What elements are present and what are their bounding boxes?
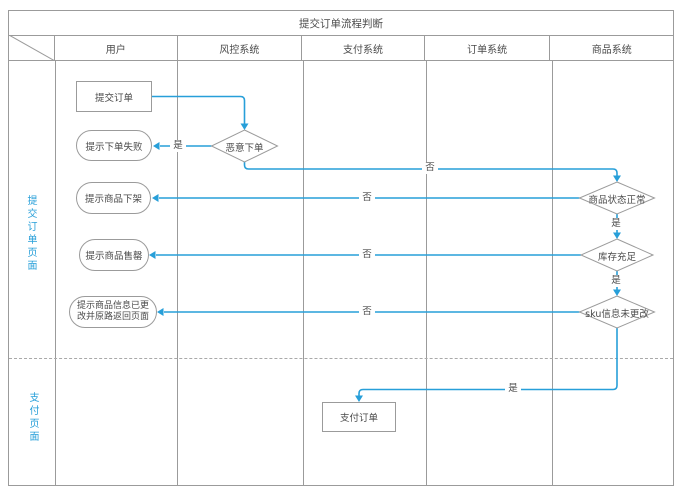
lane-header-user-label: 用户 — [105, 44, 126, 56]
swimlane-header-row: 用户 风控系统 支付系统 订单系统 商品系统 — [8, 35, 674, 61]
edge-label-yes-stock: 是 — [608, 275, 624, 287]
lane-header-order: 订单系统 — [425, 36, 551, 60]
lane-header-product: 商品系统 — [550, 36, 673, 60]
node-info-changed: 提示商品信息已更 改并原路返回页面 — [69, 296, 157, 328]
lane-separator-dashed — [9, 358, 673, 359]
grid-line-label-col — [55, 60, 56, 485]
grid-line-risk-payment — [303, 60, 304, 485]
node-info-changed-line1: 提示商品信息已更 — [76, 301, 149, 311]
edge-label-yes-malicious: 是 — [170, 140, 186, 152]
edge-label-no-status: 否 — [359, 192, 375, 204]
swimlane-body — [8, 60, 674, 486]
edge-label-no-sku: 否 — [359, 306, 375, 318]
lane-header-risk-label: 风控系统 — [219, 44, 260, 56]
lane-header-user: 用户 — [55, 36, 178, 60]
lane-header-order-label: 订单系统 — [467, 44, 508, 56]
grid-line-order-product — [552, 60, 553, 485]
diagram-title-bar: 提交订单流程判断 — [8, 10, 674, 36]
grid-line-payment-order — [426, 60, 427, 485]
row-label-submit-page: 提交订单页面 — [25, 195, 36, 273]
lane-header-payment-label: 支付系统 — [343, 44, 383, 56]
edge-label-yes-sku: 是 — [505, 383, 521, 395]
node-submit-order: 提交订单 — [76, 81, 152, 112]
edge-label-no-malicious: 否 — [422, 162, 438, 174]
corner-cell — [9, 35, 55, 61]
edge-label-yes-status: 是 — [608, 218, 624, 230]
lane-header-risk: 风控系统 — [178, 36, 303, 60]
lane-header-product-label: 商品系统 — [591, 44, 632, 56]
lane-header-payment: 支付系统 — [302, 36, 425, 60]
diagram-title: 提交订单流程判断 — [299, 17, 383, 30]
stock-check-label: 库存充足 — [597, 252, 636, 263]
node-order-fail: 提示下单失败 — [76, 130, 152, 161]
node-pay-order: 支付订单 — [322, 402, 396, 432]
node-info-changed-line2: 改并原路返回页面 — [76, 312, 149, 322]
node-product-offshelf: 提示商品下架 — [76, 182, 151, 214]
status-check-label: 商品状态正常 — [588, 195, 646, 206]
corner-diagonal — [9, 35, 54, 61]
malicious-check-label: 恶意下单 — [225, 143, 264, 154]
node-product-soldout: 提示商品售罄 — [79, 239, 149, 271]
sku-check-label: sku信息未更改 — [585, 309, 649, 320]
row-label-pay-page: 支付页面 — [27, 392, 38, 444]
edge-label-no-stock: 否 — [359, 249, 375, 261]
grid-line-user-risk — [177, 60, 178, 485]
